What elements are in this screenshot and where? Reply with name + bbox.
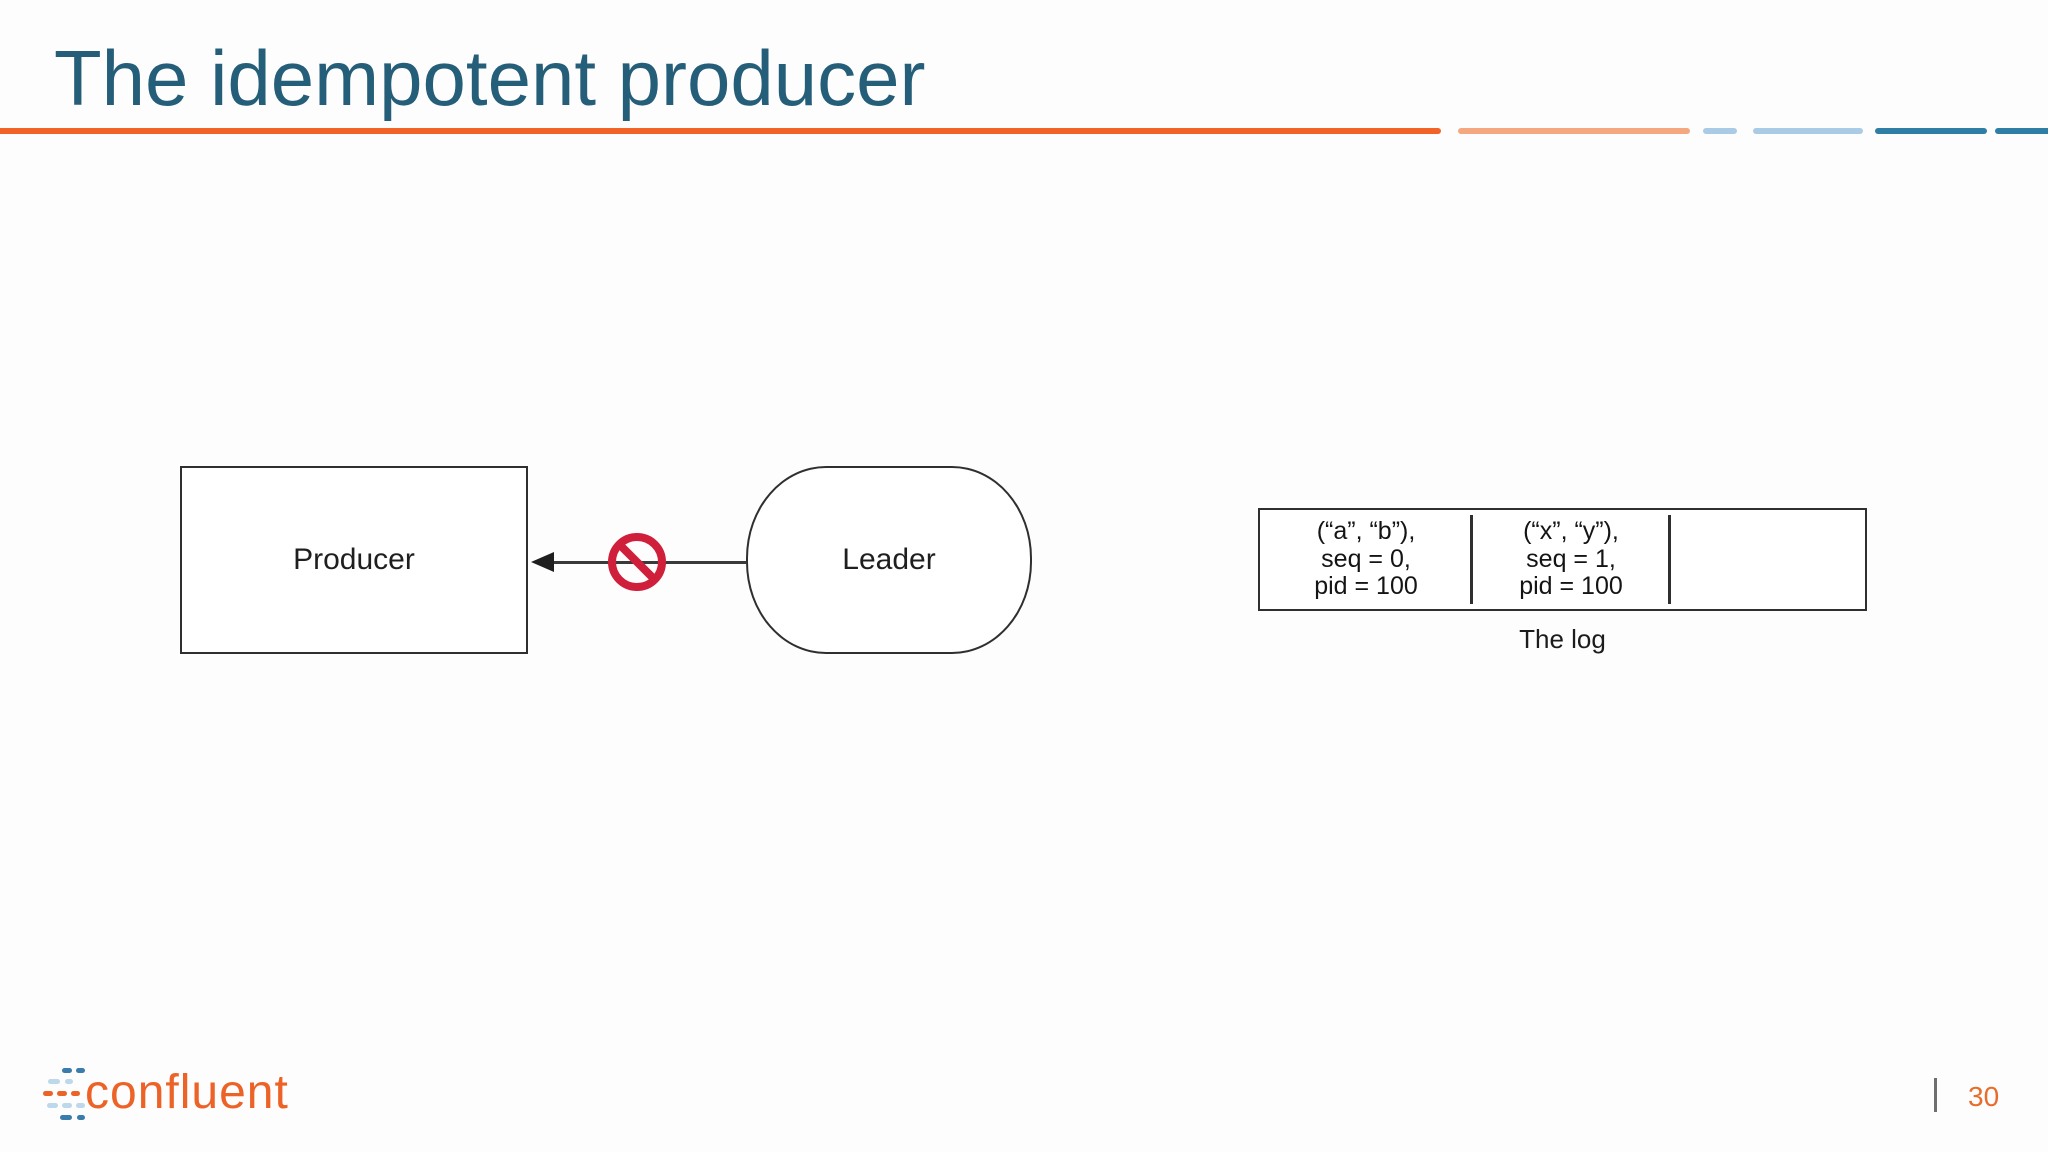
page-number: 30 xyxy=(1968,1081,2000,1112)
rule-segment-teal-short xyxy=(1995,128,2048,134)
log-table: (“a”, “b”), seq = 0, pid = 100 (“x”, “y”… xyxy=(1258,508,1867,611)
log-record-line: (“a”, “b”), xyxy=(1316,517,1416,546)
rule-segment-light-blue-short xyxy=(1703,128,1737,134)
log-record-line: pid = 100 xyxy=(1519,572,1623,601)
log-record-1: (“a”, “b”), seq = 0, pid = 100 xyxy=(1260,510,1472,609)
arrowhead-icon xyxy=(531,552,554,572)
footer-divider xyxy=(1934,1078,1937,1112)
confluent-wordmark: confluent xyxy=(85,1066,289,1119)
producer-box: Producer xyxy=(180,466,528,654)
rule-segment-light-orange xyxy=(1458,128,1690,134)
log-caption: The log xyxy=(1519,624,1606,654)
no-entry-icon xyxy=(608,533,666,591)
producer-label: Producer xyxy=(293,543,415,576)
logo-dash xyxy=(48,1079,60,1084)
logo-dash xyxy=(77,1115,85,1120)
logo-dash xyxy=(47,1103,58,1108)
logo-dash xyxy=(43,1091,53,1096)
logo-dash xyxy=(65,1079,73,1084)
log-divider xyxy=(1470,515,1473,604)
log-record-line: seq = 0, xyxy=(1321,544,1411,573)
logo-dash xyxy=(60,1115,72,1120)
rule-segment-teal xyxy=(1875,128,1987,134)
page-title: The idempotent producer xyxy=(54,34,926,122)
leader-label: Leader xyxy=(842,543,936,576)
logo-dash xyxy=(57,1091,67,1096)
logo-dash xyxy=(71,1091,80,1096)
no-entry-slash xyxy=(617,542,657,582)
log-record-line: seq = 1, xyxy=(1526,544,1616,573)
logo-dash xyxy=(62,1068,72,1073)
log-record-2: (“x”, “y”), seq = 1, pid = 100 xyxy=(1472,510,1670,609)
logo-dash xyxy=(76,1103,85,1108)
rule-segment-light-blue xyxy=(1753,128,1863,134)
logo-dash xyxy=(76,1068,85,1073)
rule-segment-orange xyxy=(0,128,1441,134)
log-record-line: (“x”, “y”), xyxy=(1523,517,1619,546)
logo-dash xyxy=(62,1103,72,1108)
log-record-line: pid = 100 xyxy=(1314,572,1418,601)
log-divider xyxy=(1668,515,1671,604)
confluent-logo: confluent xyxy=(40,1062,320,1126)
leader-node: Leader xyxy=(746,466,1032,654)
log-record-empty xyxy=(1670,510,1865,609)
